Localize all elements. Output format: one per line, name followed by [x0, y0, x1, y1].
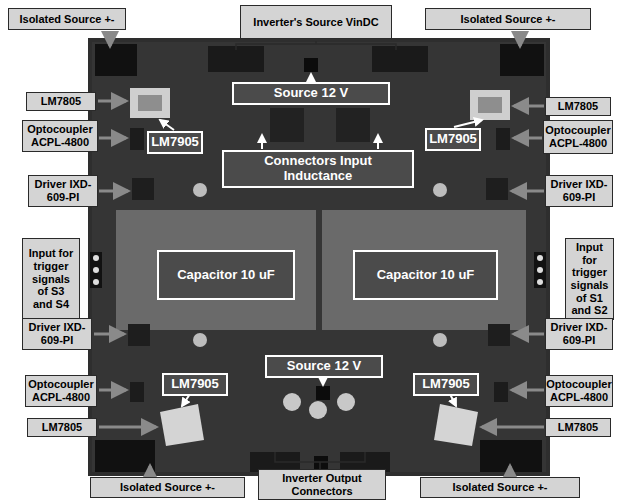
part-label: Input for trigger signals of S1 and S2 [570, 241, 609, 317]
part-label: Connectors Input Inductance [229, 154, 407, 184]
part-label: Capacitor 10 uF [377, 268, 475, 283]
callout-box: Isolated Source +- [420, 477, 580, 498]
part-label: Driver IXD-609-PI [550, 178, 608, 203]
board-label: Capacitor 10 uF [353, 250, 498, 300]
part-label: LM7805 [42, 421, 82, 434]
part-label: Isolated Source +- [452, 481, 547, 494]
board-label: Source 12 V [232, 82, 390, 105]
part-label: Optocoupler ACPL-4800 [28, 378, 93, 403]
board-label: Source 12 V [265, 355, 383, 378]
part-label: LM7805 [41, 95, 81, 108]
callout-box: Driver IXD-609-PI [22, 318, 92, 350]
callout-box: Driver IXD-609-PI [545, 318, 613, 350]
part-label: LM7805 [558, 421, 598, 434]
part-label: Driver IXD-609-PI [27, 321, 87, 346]
part-label: Input for trigger signals of S3 and S4 [27, 247, 75, 310]
part-label: Optocoupler ACPL-4800 [27, 123, 93, 148]
part-label: Source 12 V [274, 86, 348, 101]
part-label: Optocoupler ACPL-4800 [545, 124, 610, 149]
part-label: LM7805 [558, 100, 598, 113]
part-label: LM7905 [151, 135, 199, 150]
part-label: Capacitor 10 uF [177, 268, 275, 283]
callout-box: Optocoupler ACPL-4800 [545, 375, 613, 407]
part-label: Isolated Source +- [460, 13, 555, 26]
callout-box: Optocoupler ACPL-4800 [25, 375, 97, 407]
part-label: LM7905 [429, 132, 477, 147]
part-label: LM7905 [171, 377, 219, 392]
part-label: LM7905 [422, 377, 470, 392]
callout-box: Driver IXD-609-PI [28, 175, 98, 207]
callout-box: Input for trigger signals of S3 and S4 [22, 238, 80, 320]
callout-box: Driver IXD-609-PI [545, 175, 613, 207]
callout-box: Inverter's Source VinDC [240, 5, 392, 39]
board-label: Capacitor 10 uF [157, 250, 295, 300]
part-label: Source 12 V [287, 359, 361, 374]
callout-box: LM7805 [27, 418, 97, 437]
callout-box: Isolated Source +- [8, 8, 126, 30]
part-label: Driver IXD-609-PI [550, 321, 608, 346]
callout-box: Isolated Source +- [425, 8, 591, 30]
board-label: LM7905 [147, 131, 203, 154]
callout-box: Inverter Output Connectors [258, 469, 386, 500]
board-label: LM7905 [425, 128, 481, 151]
part-label: Inverter Output Connectors [263, 472, 381, 497]
callout-box: LM7805 [545, 418, 611, 437]
callout-box: Input for trigger signals of S1 and S2 [565, 238, 614, 320]
board-label: LM7905 [413, 373, 479, 396]
board-label: Connectors Input Inductance [222, 150, 414, 188]
callout-box: Optocoupler ACPL-4800 [22, 120, 98, 152]
callout-box: LM7805 [545, 97, 611, 116]
part-label: Inverter's Source VinDC [253, 16, 378, 29]
part-label: Isolated Source +- [120, 481, 215, 494]
callout-box: Isolated Source +- [90, 477, 245, 498]
callout-box: LM7805 [26, 92, 96, 111]
part-label: Driver IXD-609-PI [33, 178, 93, 203]
board-label: LM7905 [162, 373, 228, 396]
part-label: Optocoupler ACPL-4800 [546, 378, 611, 403]
part-label: Isolated Source +- [19, 13, 114, 26]
callout-box: Optocoupler ACPL-4800 [543, 120, 613, 154]
